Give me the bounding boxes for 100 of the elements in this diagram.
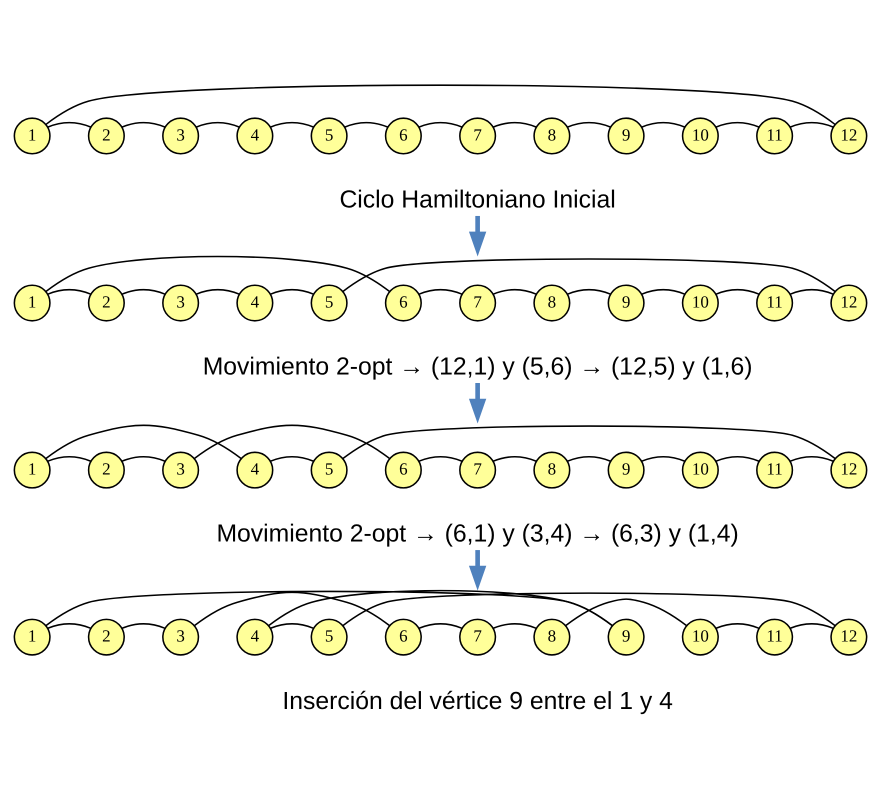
connector (122, 288, 166, 294)
node-circle: 9 (608, 116, 645, 154)
arrow (468, 382, 486, 424)
connector (567, 121, 611, 128)
node-circle: 2 (88, 451, 125, 488)
node-text: Movimiento 2-opt → (6,1) y (3,4) → (6,3) y (1,4) (216, 520, 739, 548)
node-text: Inserción del vértice 9 entre el 1 y 4 (282, 687, 673, 714)
connector (716, 288, 760, 294)
connector (418, 288, 462, 294)
node-circle: 7 (459, 618, 496, 656)
node-circle: 10 (682, 284, 719, 322)
node-circle: 10 (682, 618, 719, 656)
connector (122, 622, 166, 629)
node-circle: 4 (236, 284, 274, 322)
node-circle: 12 (830, 116, 868, 154)
arrow (468, 550, 486, 590)
connector (790, 455, 834, 462)
node-circle: 8 (533, 116, 570, 154)
node-circle: 2 (88, 116, 125, 154)
connector (270, 455, 314, 462)
node-circle: 5 (310, 284, 348, 322)
connector (565, 598, 688, 626)
node-circle: 9 (608, 284, 645, 322)
connector (716, 121, 760, 128)
node-circle: 6 (384, 618, 422, 656)
node-circle: 2 (88, 618, 125, 656)
connector (194, 591, 390, 626)
node-circle: 12 (830, 451, 868, 488)
node-circle: 4 (236, 116, 274, 154)
node-circle: 8 (533, 618, 570, 656)
connector (48, 288, 92, 294)
node-circle: 1 (14, 451, 51, 488)
connector (567, 288, 611, 294)
node-circle: 12 (830, 284, 868, 322)
connector (342, 424, 836, 459)
node-circle: 5 (310, 116, 348, 154)
node-circle: 5 (310, 618, 348, 656)
node-circle: 12 (830, 618, 868, 656)
node-circle: 10 (682, 451, 719, 488)
connector (48, 121, 92, 128)
node-circle: 6 (384, 116, 422, 154)
connector (567, 455, 611, 462)
connector (716, 455, 760, 462)
connector (493, 288, 537, 294)
node-circle: 11 (756, 284, 794, 322)
node-circle: 11 (756, 451, 794, 488)
connector (194, 424, 390, 459)
connector (716, 622, 760, 629)
node-circle: 11 (756, 116, 794, 154)
node-text: Movimiento 2-opt → (12,1) y (5,6) → (12,5) y (1,6) (202, 353, 753, 380)
connector (122, 455, 166, 462)
node-circle: 1 (14, 618, 51, 656)
connector (642, 455, 686, 462)
connector (122, 121, 166, 128)
connector (270, 622, 314, 629)
connector (418, 622, 462, 629)
connector (493, 121, 537, 128)
node-circle: 1 (14, 116, 51, 154)
connector (270, 288, 314, 294)
connector (196, 121, 240, 128)
connector (642, 121, 686, 128)
node-circle: 9 (608, 451, 645, 488)
node-circle: 9 (608, 618, 645, 656)
node-circle: 3 (162, 618, 200, 656)
node-circle: 4 (236, 618, 274, 656)
connector (45, 590, 613, 626)
node-circle: 6 (384, 284, 422, 322)
node-circle: 8 (533, 284, 570, 322)
connector (48, 455, 92, 462)
node-circle: 3 (162, 116, 200, 154)
connector (642, 288, 686, 294)
connector (418, 455, 462, 462)
node-circle: 2 (88, 284, 125, 322)
node-circle: 10 (682, 116, 719, 154)
connector (45, 424, 242, 459)
arrow (468, 215, 486, 256)
connector (48, 622, 92, 629)
connector (493, 455, 537, 462)
node-circle: 1 (14, 284, 51, 322)
node-circle: 7 (459, 451, 496, 488)
node-circle: 3 (162, 451, 200, 488)
node-circle: 8 (533, 451, 570, 488)
connector (270, 121, 314, 128)
connector (790, 121, 834, 128)
connector (268, 589, 613, 626)
node-circle: 3 (162, 284, 200, 322)
node-circle: 7 (459, 116, 496, 154)
node-circle: 5 (310, 451, 348, 488)
node-circle: 6 (384, 451, 422, 488)
node-circle: 11 (756, 618, 794, 656)
connector (790, 288, 834, 294)
connector (418, 121, 462, 128)
connector (342, 592, 836, 626)
connector (45, 255, 390, 292)
node-text: Ciclo Hamiltoniano Inicial (339, 186, 616, 214)
connector (344, 121, 388, 128)
node-circle: 7 (459, 284, 496, 322)
connector (45, 84, 836, 125)
connector (790, 622, 834, 629)
node-circle: 4 (236, 451, 274, 488)
